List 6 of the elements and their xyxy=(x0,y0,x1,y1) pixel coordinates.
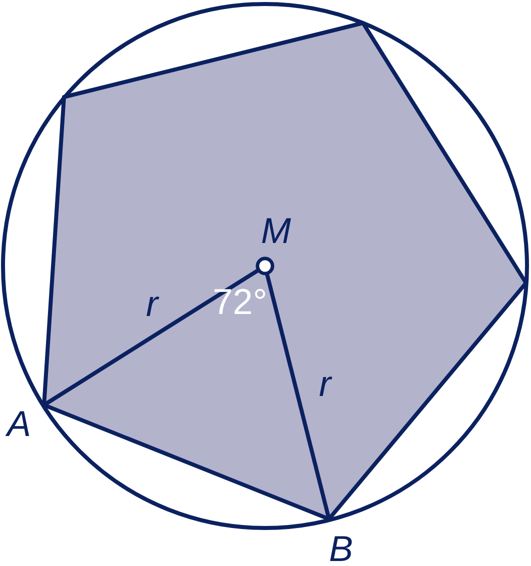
radius-label: r xyxy=(146,286,158,322)
point-label: A xyxy=(7,406,31,442)
angle-label: 72° xyxy=(212,284,268,320)
radius-label: r xyxy=(319,366,331,402)
point-label: M xyxy=(261,213,291,249)
point-label: B xyxy=(329,531,353,566)
